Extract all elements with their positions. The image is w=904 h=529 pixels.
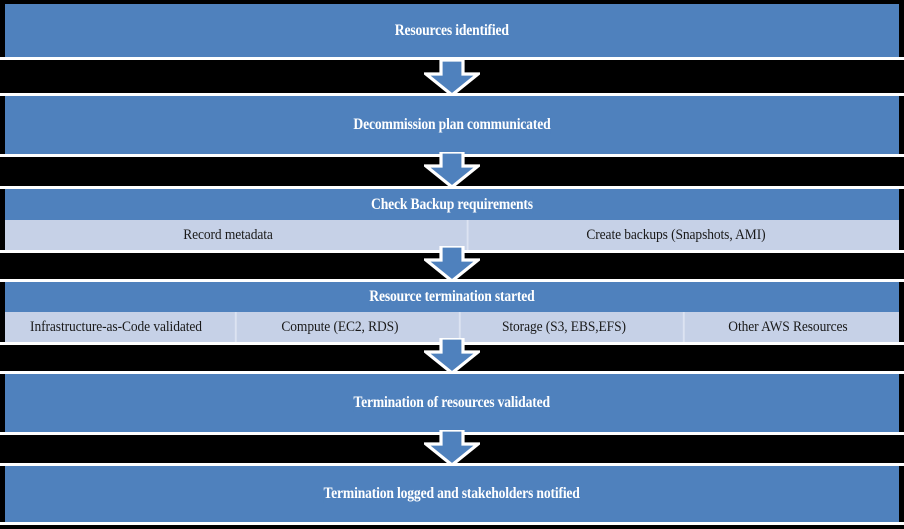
stage-check-backup-requirements[interactable]: Check Backup requirements [5,189,899,220]
stage-header: Termination of resources validated [5,374,899,432]
substep-row-termination: Infrastructure-as-Code validated Compute… [5,312,899,342]
substep-group: Infrastructure-as-Code validated Compute… [5,312,899,342]
arrow-down-icon [424,246,480,282]
stage-label: Resource termination started [369,288,535,306]
substep-row-backup: Record metadata Create backups (Snapshot… [5,220,899,250]
stage-label: Check Backup requirements [371,195,533,214]
arrow-down-icon [424,430,480,466]
stage-resources-identified[interactable]: Resources identified [5,4,899,57]
stage-termination-logged-and-stakeholders-notified[interactable]: Termination logged and stakeholders noti… [5,466,899,522]
divider-line [0,57,904,60]
substep-other-aws-resources[interactable]: Other AWS Resources [682,312,891,342]
substep-group: Record metadata Create backups (Snapshot… [5,220,899,250]
substep-iac-validated[interactable]: Infrastructure-as-Code validated [30,318,202,335]
arrow-down-icon [424,152,480,188]
substep-create-backups[interactable]: Create backups (Snapshots, AMI) [466,220,884,250]
stage-header: Decommission plan communicated [5,96,899,154]
stage-decommission-plan-communicated[interactable]: Decommission plan communicated [5,96,899,154]
stage-termination-of-resources-validated[interactable]: Termination of resources validated [5,374,899,432]
stage-label: Resources identified [394,21,510,40]
stage-header: Termination logged and stakeholders noti… [5,466,899,522]
divider-line [0,93,904,96]
stage-resource-termination-started[interactable]: Resource termination started [5,282,899,312]
divider-line [0,463,904,466]
arrow-down-icon [424,338,480,374]
divider-line [0,186,904,189]
divider-line [0,522,904,525]
arrow-down-icon [424,60,480,96]
divider-line [0,371,904,374]
stage-label: Termination of resources validated [353,394,551,412]
stage-label: Decommission plan communicated [353,116,551,134]
stage-label: Termination logged and stakeholders noti… [323,485,581,503]
stage-header: Resource termination started [5,282,899,312]
substep-record-metadata[interactable]: Record metadata [183,226,273,243]
substep-storage[interactable]: Storage (S3, EBS,EFS) [458,312,667,342]
stage-header: Resources identified [5,4,899,57]
divider-line [0,279,904,282]
substep-compute[interactable]: Compute (EC2, RDS) [234,312,443,342]
stage-header: Check Backup requirements [5,189,899,220]
